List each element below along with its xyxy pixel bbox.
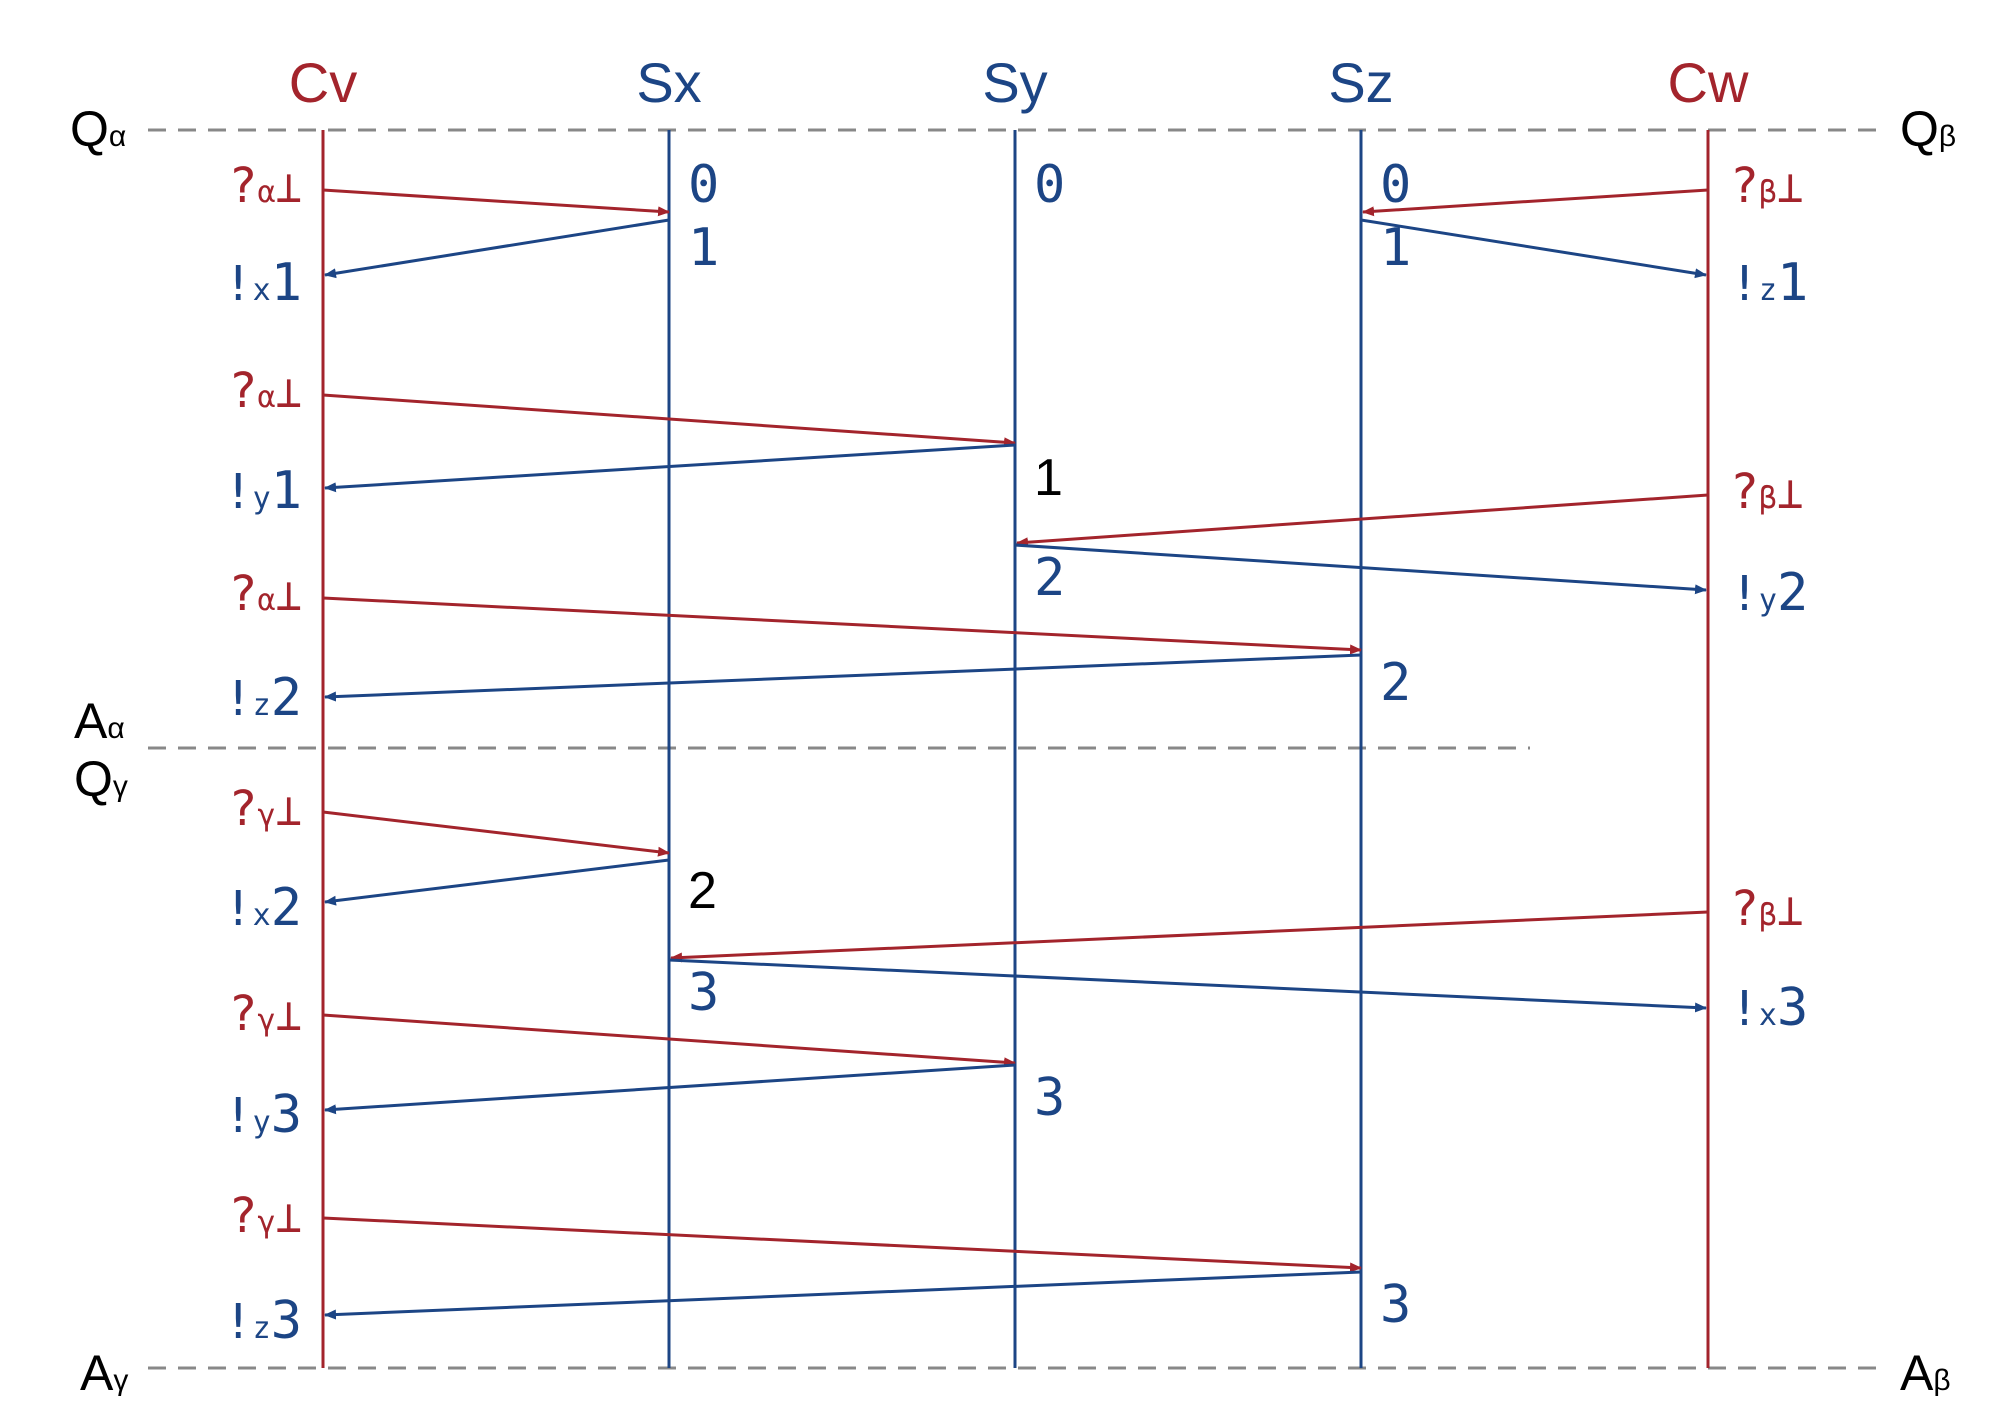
message-arrow — [322, 810, 670, 857]
state-label: 2 — [1034, 548, 1065, 608]
messages — [322, 188, 1709, 1320]
message-arrow — [322, 393, 1016, 448]
message-arrow — [1360, 218, 1707, 279]
request-label: ?β⊥ — [1730, 158, 1803, 214]
process-label-sy: Sy — [982, 51, 1047, 114]
phase-label-a-alpha: Aα — [74, 693, 125, 749]
phase-label-a-beta: Aβ — [1900, 1345, 1951, 1401]
process-label-sx: Sx — [636, 51, 701, 114]
message-arrow — [668, 958, 1707, 1013]
request-label: ?γ⊥ — [229, 986, 302, 1042]
request-label: ?α⊥ — [229, 363, 302, 419]
state-label: 3 — [1034, 1068, 1065, 1128]
reply-label: !y2 — [1730, 563, 1808, 623]
message-arrow — [324, 653, 1362, 702]
state-labels: 0 1 0 0 1 1 2 2 2 3 3 3 — [688, 155, 1411, 1335]
request-label: ?α⊥ — [229, 158, 302, 214]
phase-label-q-beta: Qβ — [1900, 101, 1956, 157]
reply-label: !y1 — [224, 461, 302, 521]
state-label: 2 — [688, 862, 717, 920]
message-arrow — [1016, 493, 1709, 548]
phase-label-a-gamma: Aγ — [80, 1345, 128, 1401]
request-label: ?β⊥ — [1730, 464, 1803, 520]
state-label: 0 — [1034, 155, 1065, 215]
state-label: 1 — [1034, 449, 1063, 507]
reply-label: !y3 — [224, 1085, 302, 1145]
client-labels-right: ?β⊥ !z1 ?β⊥ !y2 ?β⊥ !x3 — [1730, 158, 1808, 1038]
message-arrow — [1014, 543, 1707, 595]
message-arrow — [670, 910, 1709, 963]
state-label: 1 — [688, 218, 719, 278]
process-label-cw: Cw — [1668, 51, 1749, 114]
reply-label: !x3 — [1730, 978, 1808, 1038]
reply-label: !z3 — [224, 1291, 302, 1351]
state-label: 0 — [688, 155, 719, 215]
state-label: 1 — [1380, 218, 1411, 278]
reply-label: !z1 — [1730, 253, 1808, 313]
message-arrow — [324, 1063, 1016, 1115]
state-label: 3 — [1380, 1275, 1411, 1335]
message-arrow — [322, 1216, 1362, 1273]
state-label: 0 — [1380, 155, 1411, 215]
message-arrow — [324, 1270, 1362, 1320]
request-label: ?γ⊥ — [229, 781, 302, 837]
message-arrow — [324, 443, 1016, 493]
message-arrow — [322, 596, 1362, 655]
message-arrow — [1362, 188, 1709, 217]
reply-label: !z2 — [224, 668, 302, 728]
state-label: 3 — [688, 963, 719, 1023]
client-labels-left: ?α⊥ !x1 ?α⊥ !y1 ?α⊥ !z2 ?γ⊥ !x2 ?γ⊥ !y3 … — [224, 158, 302, 1351]
request-label: ?β⊥ — [1730, 881, 1803, 937]
phase-label-q-alpha: Qα — [70, 101, 126, 157]
message-arrow — [324, 218, 670, 279]
phase-label-q-gamma: Qγ — [74, 751, 128, 807]
message-arrow — [322, 1013, 1016, 1068]
message-arrow — [324, 858, 670, 906]
process-label-cv: Cv — [289, 51, 357, 114]
request-label: ?γ⊥ — [229, 1188, 302, 1244]
reply-label: !x1 — [224, 253, 302, 313]
process-label-sz: Sz — [1328, 51, 1393, 114]
request-label: ?α⊥ — [229, 566, 302, 622]
message-arrow — [322, 188, 670, 217]
state-label: 2 — [1380, 653, 1411, 713]
reply-label: !x2 — [224, 878, 302, 938]
